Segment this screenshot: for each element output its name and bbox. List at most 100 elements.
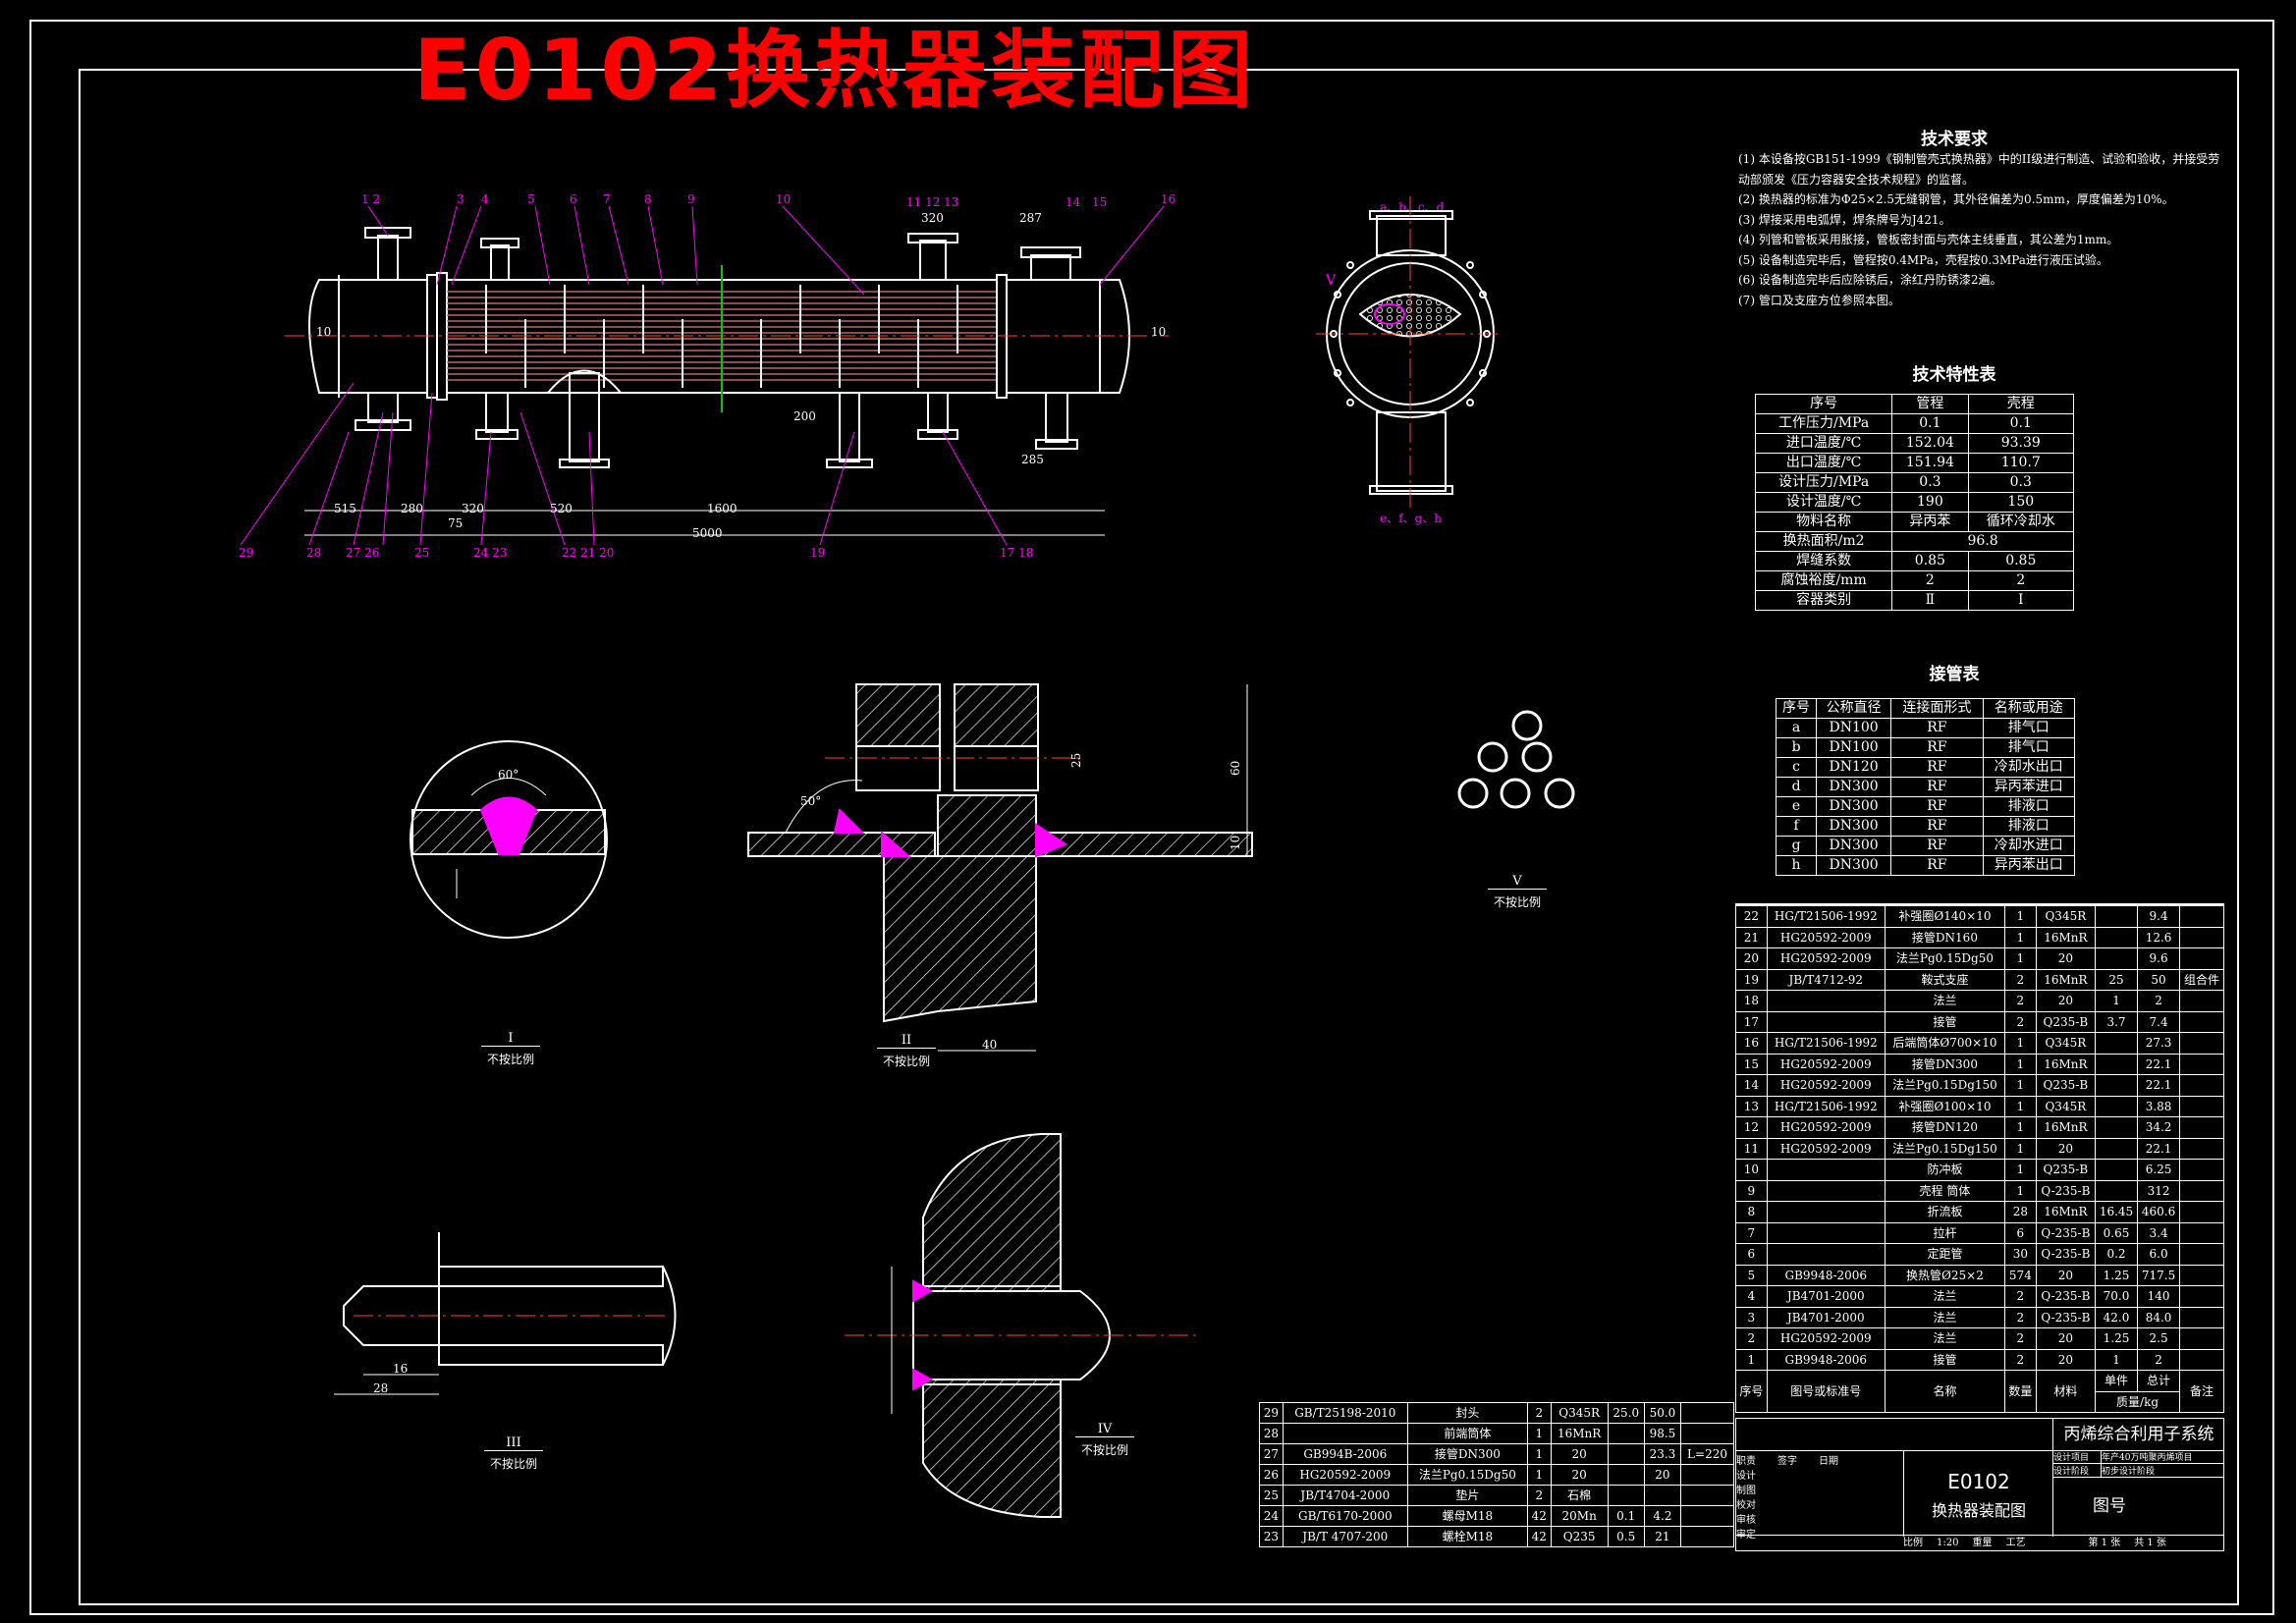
title-block-roles: 职责签字日期 设计 制图 校对 审核 审定	[1736, 1456, 1838, 1541]
table-cell: Q-235-B	[2035, 1285, 2097, 1308]
table-cell: 2	[2137, 1348, 2181, 1371]
table-cell: 2	[1526, 1402, 1552, 1424]
row-label: 物料名称	[1754, 512, 1893, 532]
table-cell: 接管DN300	[1884, 1053, 2006, 1075]
table-cell	[1680, 1464, 1734, 1486]
header-cell: 连接面形式	[1890, 698, 1984, 719]
table-cell: c	[1775, 757, 1818, 778]
table-cell: 螺母M18	[1406, 1505, 1528, 1527]
table-cell: 2	[1735, 1327, 1768, 1350]
table-cell: RF	[1890, 777, 1984, 797]
table-cell	[2094, 926, 2139, 948]
detail-ii-dims: 60 25 40 10 50°	[800, 753, 1242, 1052]
svg-text:22 21 20: 22 21 20	[562, 546, 614, 560]
header-cell: 名称或用途	[1982, 698, 2076, 719]
table-cell: 6	[2004, 1221, 2037, 1244]
table-cell: 11	[1735, 1137, 1768, 1160]
table-cell: 15	[1735, 1053, 1768, 1075]
table-cell: 42.0	[2094, 1306, 2139, 1328]
table-cell: L=220	[1680, 1443, 1734, 1465]
svg-text:29: 29	[239, 546, 253, 560]
table-cell: JB4701-2000	[1766, 1306, 1886, 1328]
table-cell: 22.1	[2137, 1074, 2181, 1097]
table-cell: 20	[2035, 1348, 2097, 1371]
parts-table-top-rule	[1735, 903, 2224, 905]
table-cell: 20	[1550, 1464, 1609, 1486]
table-cell: 2	[2004, 1348, 2037, 1371]
header-cell: 壳程	[1967, 394, 2075, 414]
svg-text:25: 25	[1069, 753, 1083, 768]
table-cell	[2179, 1095, 2224, 1117]
table-cell: 0.1	[1607, 1505, 1645, 1527]
table-cell: 异丙苯进口	[1982, 777, 2076, 797]
svg-text:5: 5	[527, 192, 535, 206]
detail-i-scale: 不按比例	[486, 1053, 534, 1066]
table-cell: 接管DN160	[1884, 926, 2006, 948]
row-label: 容器类别	[1754, 590, 1893, 611]
table-cell	[2179, 1348, 2224, 1371]
table-cell: Q345R	[2035, 1095, 2097, 1117]
table-cell: 7.4	[2137, 1010, 2181, 1033]
table-cell: 组合件	[2179, 968, 2224, 991]
table-cell	[2094, 1032, 2139, 1055]
table-cell: 21	[1643, 1526, 1682, 1547]
svg-text:28: 28	[306, 546, 321, 560]
table-cell	[1766, 1159, 1886, 1181]
svg-text:16: 16	[393, 1362, 408, 1376]
table-cell: 2	[1526, 1485, 1552, 1506]
detail-v-scale: 不按比例	[1493, 895, 1541, 909]
table-cell	[2179, 1010, 2224, 1033]
svg-text:10: 10	[776, 192, 791, 206]
table-cell: 1	[2004, 1179, 2037, 1202]
table-cell: 1	[2094, 990, 2139, 1012]
view-v-marker: V	[1325, 273, 1337, 289]
table-cell: 23.3	[1643, 1443, 1682, 1465]
table-cell	[1680, 1526, 1734, 1547]
char-table-title: 技术特性表	[1912, 365, 1996, 385]
part-leader-lines	[240, 205, 1165, 546]
exchanger-end-view	[1316, 196, 1503, 511]
table-cell	[1766, 990, 1886, 1012]
table-cell: RF	[1890, 855, 1984, 876]
detail-i-weld	[410, 740, 608, 939]
table-cell: 1	[1526, 1423, 1552, 1444]
table-cell	[1680, 1485, 1734, 1506]
nozzle-table-title: 接管表	[1929, 665, 1980, 684]
table-cell	[2179, 1053, 2224, 1075]
table-cell: 16	[1735, 1032, 1768, 1055]
table-cell: 20	[2035, 990, 2097, 1012]
table-cell: f	[1775, 816, 1818, 837]
table-cell: 8	[1735, 1201, 1768, 1223]
table-cell: 0.85	[1891, 551, 1969, 571]
table-cell: RF	[1890, 757, 1984, 778]
detail-ii-flange	[747, 683, 1253, 1052]
table-cell: Q235-B	[2035, 1159, 2097, 1181]
table-cell	[2094, 1159, 2139, 1181]
table-cell: 后端筒体Ø700×10	[1884, 1032, 2006, 1055]
table-cell: HG20592-2009	[1766, 1327, 1886, 1350]
table-cell: 50	[2137, 968, 2181, 991]
row-label: 出口温度/℃	[1754, 453, 1893, 473]
svg-text:9: 9	[687, 192, 695, 206]
svg-text:15: 15	[1092, 195, 1107, 209]
table-cell: 14	[1735, 1074, 1768, 1097]
detail-v-label: V	[1488, 874, 1547, 890]
table-cell: 前端筒体	[1406, 1423, 1528, 1444]
table-cell: 2	[2004, 1327, 2037, 1350]
drawing-inner-frame	[79, 69, 2239, 1605]
